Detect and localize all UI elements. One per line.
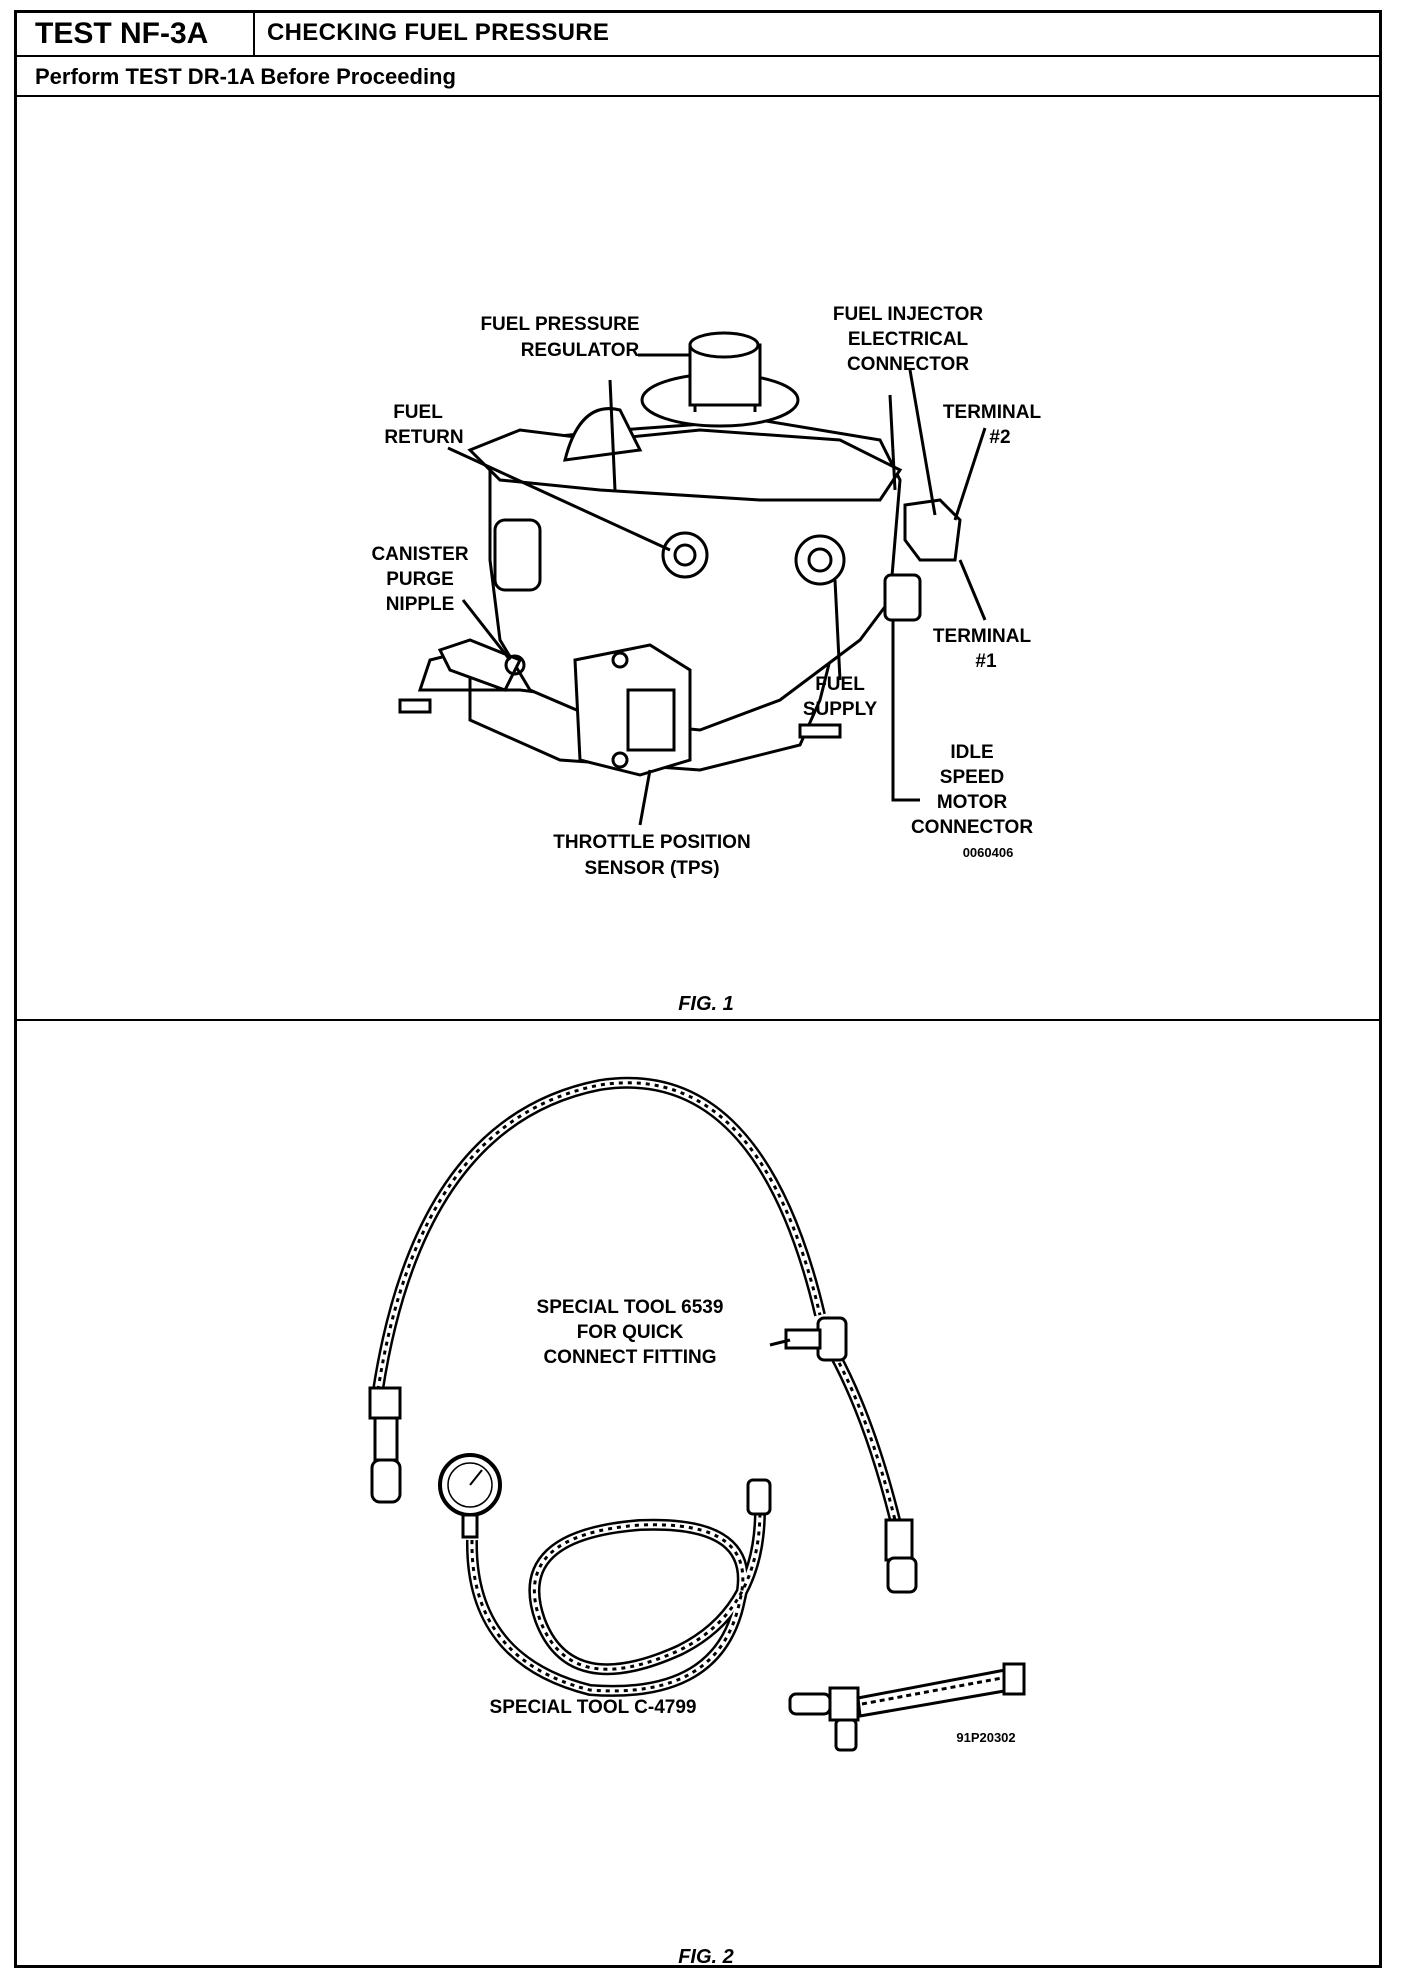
fig1-labels: FUEL PRESSURE REGULATOR FUEL INJECTOR EL… [371, 304, 1041, 1015]
fig2-labels: SPECIAL TOOL 6539 FOR QUICK CONNECT FITT… [490, 1297, 1016, 1968]
label-idle-speed-motor-connector-1: IDLE [950, 742, 993, 763]
label-fuel-pressure-regulator-1: FUEL PRESSURE [480, 314, 639, 335]
header-row: TEST NF-3A CHECKING FUEL PRESSURE [17, 13, 1379, 57]
test-title: CHECKING FUEL PRESSURE [267, 19, 610, 46]
label-terminal-2-2: #2 [989, 427, 1010, 448]
label-canister-purge-nipple-3: NIPPLE [386, 594, 455, 615]
label-idle-speed-motor-connector-2: SPEED [940, 767, 1004, 788]
test-id: TEST NF-3A [17, 13, 255, 55]
label-idle-speed-motor-connector-4: CONNECTOR [911, 817, 1033, 838]
fig2-code: 91P20302 [956, 1730, 1015, 1745]
label-tool-6539-3: CONNECT FITTING [543, 1347, 716, 1368]
label-idle-speed-motor-connector-3: MOTOR [937, 792, 1008, 813]
label-terminal-1-2: #1 [975, 651, 997, 672]
label-fuel-injector-connector-3: CONNECTOR [847, 354, 969, 375]
subheading: Perform TEST DR-1A Before Proceeding [17, 57, 1379, 97]
label-fuel-pressure-regulator-2: REGULATOR [521, 340, 640, 361]
label-tps-2: SENSOR (TPS) [584, 858, 719, 879]
label-tool-c4799: SPECIAL TOOL C-4799 [490, 1697, 697, 1718]
fig2-leader-lines [769, 1338, 791, 1347]
fig2-caption: FIG. 2 [678, 1946, 734, 1968]
label-canister-purge-nipple-2: PURGE [386, 569, 454, 590]
label-tps-1: THROTTLE POSITION [553, 832, 750, 853]
label-tool-6539-2: FOR QUICK [577, 1322, 684, 1343]
fig1-code: 0060406 [963, 845, 1014, 860]
figure-divider [17, 1019, 1379, 1021]
label-tool-6539-1: SPECIAL TOOL 6539 [537, 1297, 724, 1318]
throttle-body-illustration [398, 331, 962, 777]
label-fuel-return-1: FUEL [393, 402, 443, 423]
fig1-leader-lines [447, 353, 987, 826]
document-page: TEST NF-3A CHECKING FUEL PRESSURE Perfor… [14, 10, 1382, 1968]
fig1-caption: FIG. 1 [678, 993, 734, 1015]
label-terminal-2-1: TERMINAL [943, 402, 1042, 423]
fuel-pressure-gauge-kit-illustration [368, 1076, 1026, 1752]
label-canister-purge-nipple-1: CANISTER [371, 544, 468, 565]
label-fuel-injector-connector-1: FUEL INJECTOR [833, 304, 984, 325]
label-fuel-supply-2: SUPPLY [803, 699, 878, 720]
label-terminal-1-1: TERMINAL [933, 626, 1032, 647]
label-fuel-injector-connector-2: ELECTRICAL [848, 329, 969, 350]
label-fuel-return-2: RETURN [384, 427, 463, 448]
label-fuel-supply-1: FUEL [815, 674, 865, 695]
